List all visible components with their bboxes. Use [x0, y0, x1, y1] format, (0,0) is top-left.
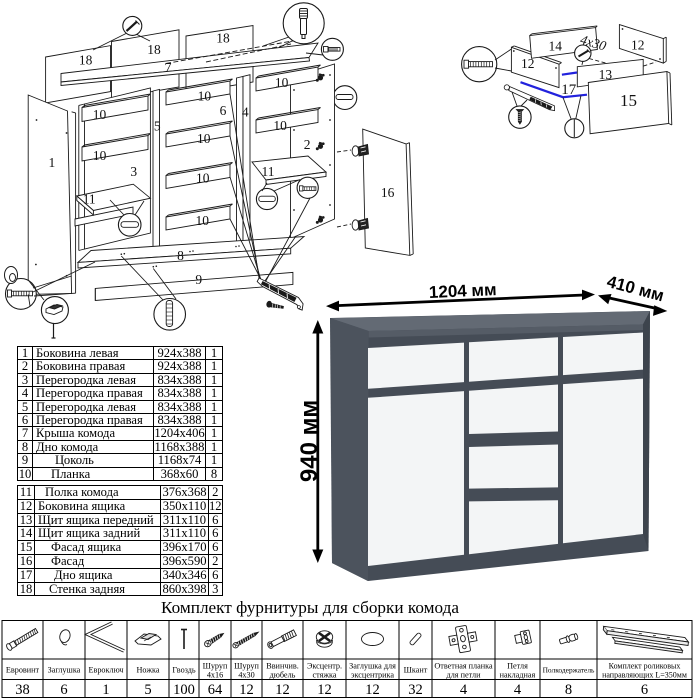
- svg-text:8: 8: [177, 248, 184, 263]
- svg-text:18: 18: [216, 31, 230, 46]
- svg-text:4х16: 4х16: [207, 671, 223, 680]
- svg-text:9: 9: [195, 272, 202, 287]
- svg-text:2: 2: [304, 137, 311, 152]
- svg-text:стяжка: стяжка: [312, 671, 336, 680]
- svg-text:38: 38: [15, 682, 30, 698]
- svg-text:10: 10: [197, 131, 211, 146]
- svg-text:Ввинчив.: Ввинчив.: [266, 662, 299, 671]
- svg-text:100: 100: [173, 682, 195, 698]
- svg-text:Комплект роликовых: Комплект роликовых: [609, 662, 681, 671]
- svg-text:10: 10: [93, 107, 107, 122]
- svg-text:1204 мм: 1204 мм: [429, 280, 497, 302]
- svg-text:Полкодержатель: Полкодержатель: [543, 666, 595, 675]
- svg-text:64: 64: [208, 682, 223, 698]
- svg-text:4х30: 4х30: [238, 671, 254, 680]
- svg-text:6: 6: [220, 103, 227, 118]
- svg-text:6: 6: [60, 682, 67, 698]
- svg-text:18: 18: [79, 53, 93, 68]
- svg-text:4: 4: [460, 682, 468, 698]
- svg-text:7: 7: [165, 61, 172, 76]
- svg-text:1: 1: [49, 155, 56, 170]
- svg-text:Ответная планка: Ответная планка: [434, 662, 493, 671]
- svg-text:10: 10: [273, 118, 287, 133]
- svg-text:11: 11: [262, 164, 275, 179]
- svg-text:12: 12: [317, 682, 332, 698]
- svg-text:1: 1: [102, 682, 109, 698]
- svg-text:12: 12: [365, 682, 380, 698]
- svg-text:Шуруп: Шуруп: [234, 662, 259, 671]
- svg-text:эксцентрика: эксцентрика: [351, 671, 394, 680]
- svg-text:18: 18: [147, 42, 161, 57]
- svg-text:4: 4: [514, 682, 522, 698]
- svg-text:14: 14: [549, 39, 563, 54]
- svg-text:дюбель: дюбель: [270, 671, 296, 680]
- svg-text:6: 6: [641, 682, 648, 698]
- svg-text:32: 32: [408, 682, 423, 698]
- svg-text:12: 12: [631, 38, 645, 53]
- svg-text:Шкант: Шкант: [404, 666, 428, 675]
- svg-text:16: 16: [381, 185, 395, 200]
- svg-text:для петли: для петли: [447, 671, 482, 680]
- svg-text:5: 5: [154, 119, 161, 134]
- svg-text:Заглушка для: Заглушка для: [349, 662, 396, 671]
- svg-text:10: 10: [93, 148, 107, 163]
- svg-text:Эксцентр.: Эксцентр.: [307, 662, 342, 671]
- svg-text:Евровинт: Евровинт: [6, 666, 40, 675]
- svg-text:11: 11: [83, 192, 96, 207]
- svg-text:12: 12: [521, 56, 535, 71]
- svg-text:3: 3: [130, 164, 137, 179]
- svg-text:10: 10: [275, 75, 289, 90]
- svg-text:Евроключ: Евроключ: [88, 666, 123, 675]
- svg-text:5: 5: [144, 682, 151, 698]
- svg-text:13: 13: [599, 67, 613, 82]
- svg-text:12: 12: [239, 682, 254, 698]
- svg-text:8: 8: [565, 682, 572, 698]
- svg-text:накладная: накладная: [500, 671, 536, 680]
- svg-text:940 мм: 940 мм: [296, 400, 323, 482]
- svg-text:10: 10: [198, 89, 212, 104]
- svg-text:Заглушка: Заглушка: [48, 666, 81, 675]
- svg-text:12: 12: [275, 682, 290, 698]
- svg-text:Петля: Петля: [507, 662, 528, 671]
- svg-text:4: 4: [242, 105, 249, 120]
- svg-text:17: 17: [561, 82, 577, 98]
- svg-text:Шуруп: Шуруп: [203, 662, 228, 671]
- svg-text:направляющих L=350мм: направляющих L=350мм: [602, 671, 687, 680]
- svg-text:Гвоздь: Гвоздь: [172, 666, 196, 675]
- svg-text:Ножка: Ножка: [137, 666, 160, 675]
- svg-text:15: 15: [620, 91, 637, 110]
- svg-text:10: 10: [196, 213, 210, 228]
- svg-text:10: 10: [196, 171, 210, 186]
